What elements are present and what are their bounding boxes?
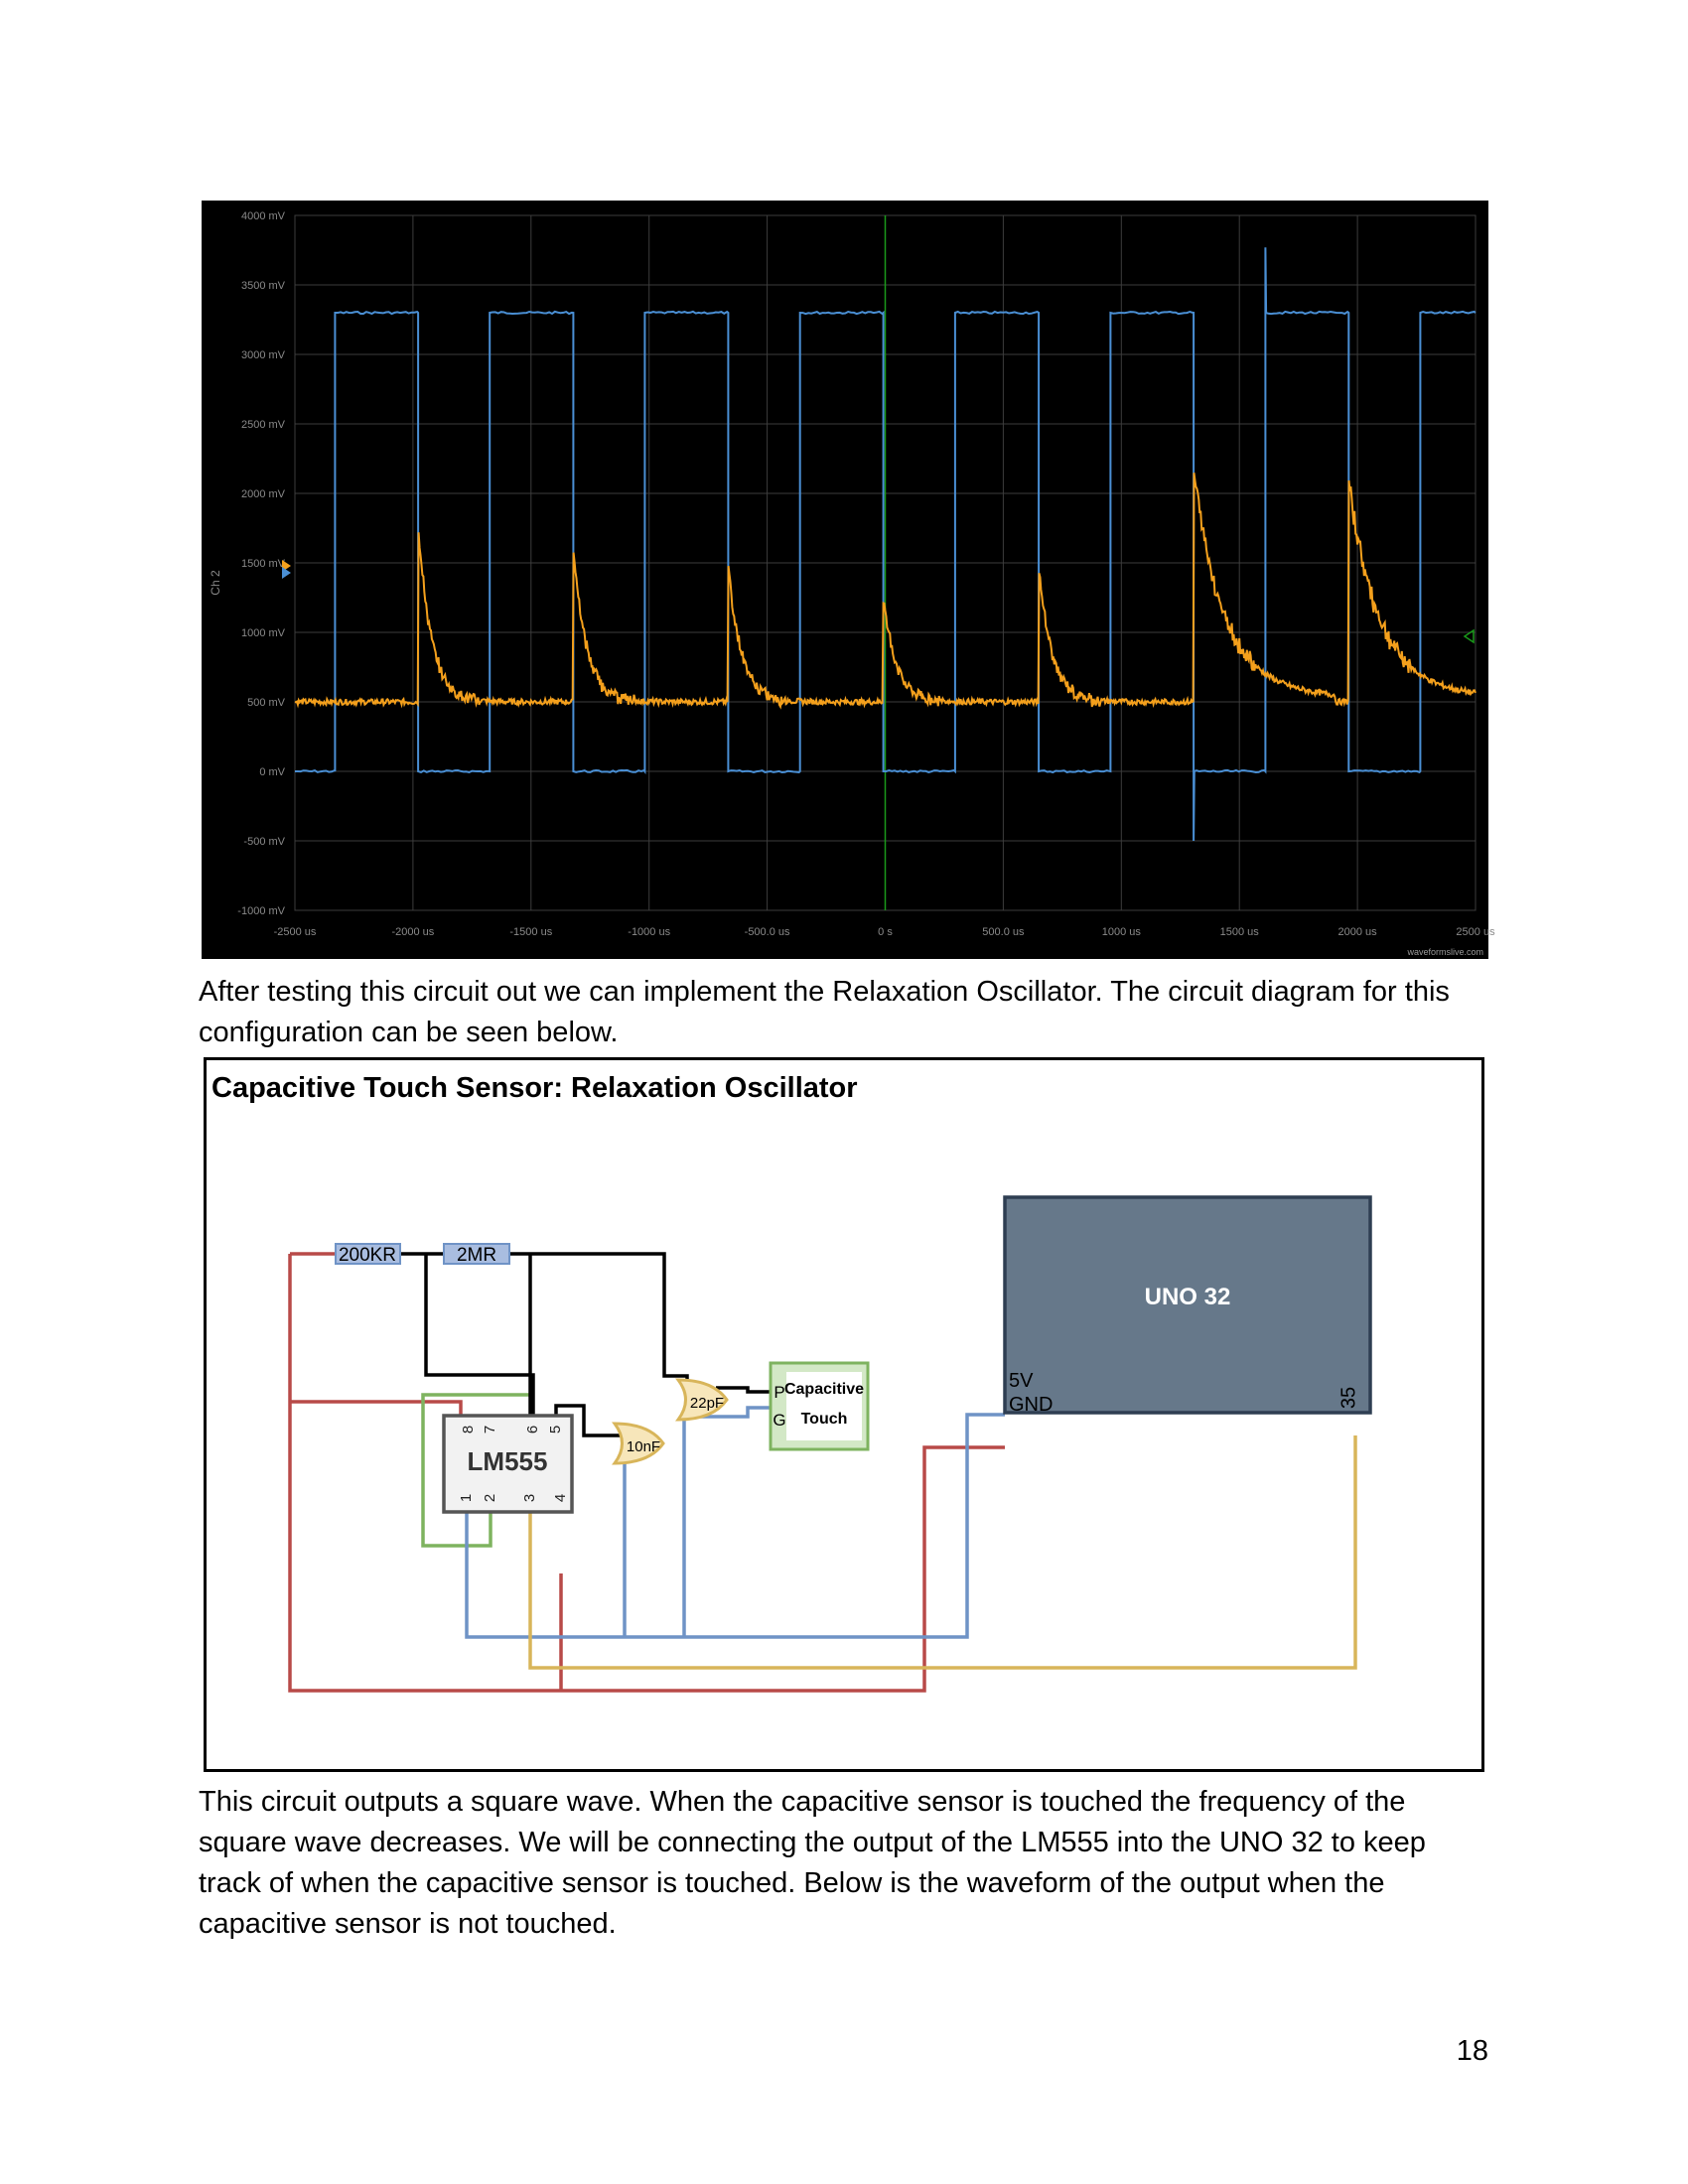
x-tick-label: 0 s xyxy=(878,926,893,938)
page-number: 18 xyxy=(1456,2035,1488,2067)
lm555-chip xyxy=(442,1414,574,1514)
capacitor-22pf xyxy=(675,1378,729,1422)
sensor-pin-p: P xyxy=(774,1383,784,1402)
pin-5-label: 5 xyxy=(547,1426,564,1433)
y-tick-label: -1000 mV xyxy=(237,905,285,917)
resistor-200k xyxy=(335,1243,401,1265)
series-spike-wave xyxy=(294,473,1477,710)
paragraph-description: This circuit outputs a square wave. When… xyxy=(199,1786,1426,1940)
x-tick-label: -500.0 us xyxy=(745,926,790,938)
pin-7-label: 7 xyxy=(482,1426,498,1433)
resistor-200k-label: 200KR xyxy=(339,1245,396,1266)
sensor-label-line1: Capacitive xyxy=(784,1381,864,1398)
x-tick-label: 2500 us xyxy=(1456,926,1495,938)
watermark: waveformslive.com xyxy=(1406,947,1483,957)
sensor-label-line2: Touch xyxy=(801,1411,848,1428)
resistor-2m xyxy=(443,1243,510,1265)
lm555-top-pins: 8 7 6 5 xyxy=(460,1426,564,1433)
sensor-pad xyxy=(786,1372,862,1440)
uno32-board xyxy=(1003,1195,1372,1415)
black-wires xyxy=(400,1252,771,1437)
capacitor-10nf xyxy=(612,1422,665,1465)
channel-label: Ch 2 xyxy=(209,570,222,596)
yellow-wires xyxy=(528,1435,1357,1670)
green-wires xyxy=(421,1393,533,1548)
y-tick-labels: 4000 mV 3500 mV 3000 mV 2500 mV 2000 mV 1500 … xyxy=(237,210,285,917)
uno32-gnd-label: GND xyxy=(1009,1394,1053,1416)
capacitor-22pf-label: 22pF xyxy=(690,1395,724,1412)
y-tick-label: 2000 mV xyxy=(241,488,286,500)
y-tick-label: 4000 mV xyxy=(241,210,286,222)
red-wires xyxy=(288,1252,1005,1693)
x-tick-label: 1500 us xyxy=(1220,926,1260,938)
lm555-bottom-pins: 1 2 3 4 xyxy=(458,1494,569,1502)
y-tick-label: 0 mV xyxy=(259,766,285,778)
x-tick-label: -2500 us xyxy=(274,926,317,938)
pin-4-label: 4 xyxy=(552,1494,569,1502)
y-tick-label: 3000 mV xyxy=(241,349,286,361)
uno32-pin-35-label: 35 xyxy=(1337,1387,1359,1409)
pin-6-label: 6 xyxy=(524,1426,541,1433)
y-tick-label: 1000 mV xyxy=(241,627,286,639)
trigger-level-icon xyxy=(1463,628,1475,644)
capacitor-10nf-label: 10nF xyxy=(627,1438,660,1455)
diagram-title: Capacitive Touch Sensor: Relaxation Osci… xyxy=(211,1072,858,1104)
oscilloscope-capture: 4000 mV 3500 mV 3000 mV 2500 mV 2000 mV 1500 … xyxy=(202,201,1495,959)
y-tick-label: 3500 mV xyxy=(241,280,286,292)
x-tick-label: -2000 us xyxy=(391,926,434,938)
lm555-label: LM555 xyxy=(468,1446,548,1476)
oscilloscope-plot: 4000 mV 3500 mV 3000 mV 2500 mV 2000 mV 1500 … xyxy=(209,210,1495,957)
pin-2-label: 2 xyxy=(482,1494,498,1502)
pin-1-label: 1 xyxy=(458,1494,475,1502)
uno32-5v-label: 5V xyxy=(1009,1370,1034,1392)
x-tick-label: -1000 us xyxy=(628,926,670,938)
x-tick-label: 2000 us xyxy=(1338,926,1378,938)
paragraph-intro: After testing this circuit out we can im… xyxy=(199,976,1450,1048)
resistor-2m-label: 2MR xyxy=(457,1245,496,1266)
pin-3-label: 3 xyxy=(521,1494,538,1502)
x-tick-labels: -2500 us -2000 us -1500 us -1000 us -500.0 u… xyxy=(274,926,1495,938)
x-tick-label: 1000 us xyxy=(1102,926,1142,938)
sensor-pin-g: G xyxy=(773,1411,785,1430)
circuit-schematic: 200KR 2MR 22pF 10nF LM555 8 7 6 5 1 2 3 … xyxy=(288,1195,1372,1693)
y-tick-label: -500 mV xyxy=(243,836,285,848)
blue-marker-icon xyxy=(282,567,291,579)
circuit-diagram: 200KR 2MR 22pF 10nF LM555 8 7 6 5 1 2 3 … xyxy=(204,1057,1484,1772)
y-tick-label: 1500 mV xyxy=(241,558,286,570)
pin-8-label: 8 xyxy=(460,1426,477,1433)
y-tick-label: 500 mV xyxy=(247,697,286,709)
x-tick-label: -1500 us xyxy=(509,926,552,938)
y-tick-label: 2500 mV xyxy=(241,419,286,431)
x-tick-label: 500.0 us xyxy=(982,926,1025,938)
uno32-label: UNO 32 xyxy=(1145,1284,1231,1310)
series-square-wave xyxy=(295,247,1477,842)
